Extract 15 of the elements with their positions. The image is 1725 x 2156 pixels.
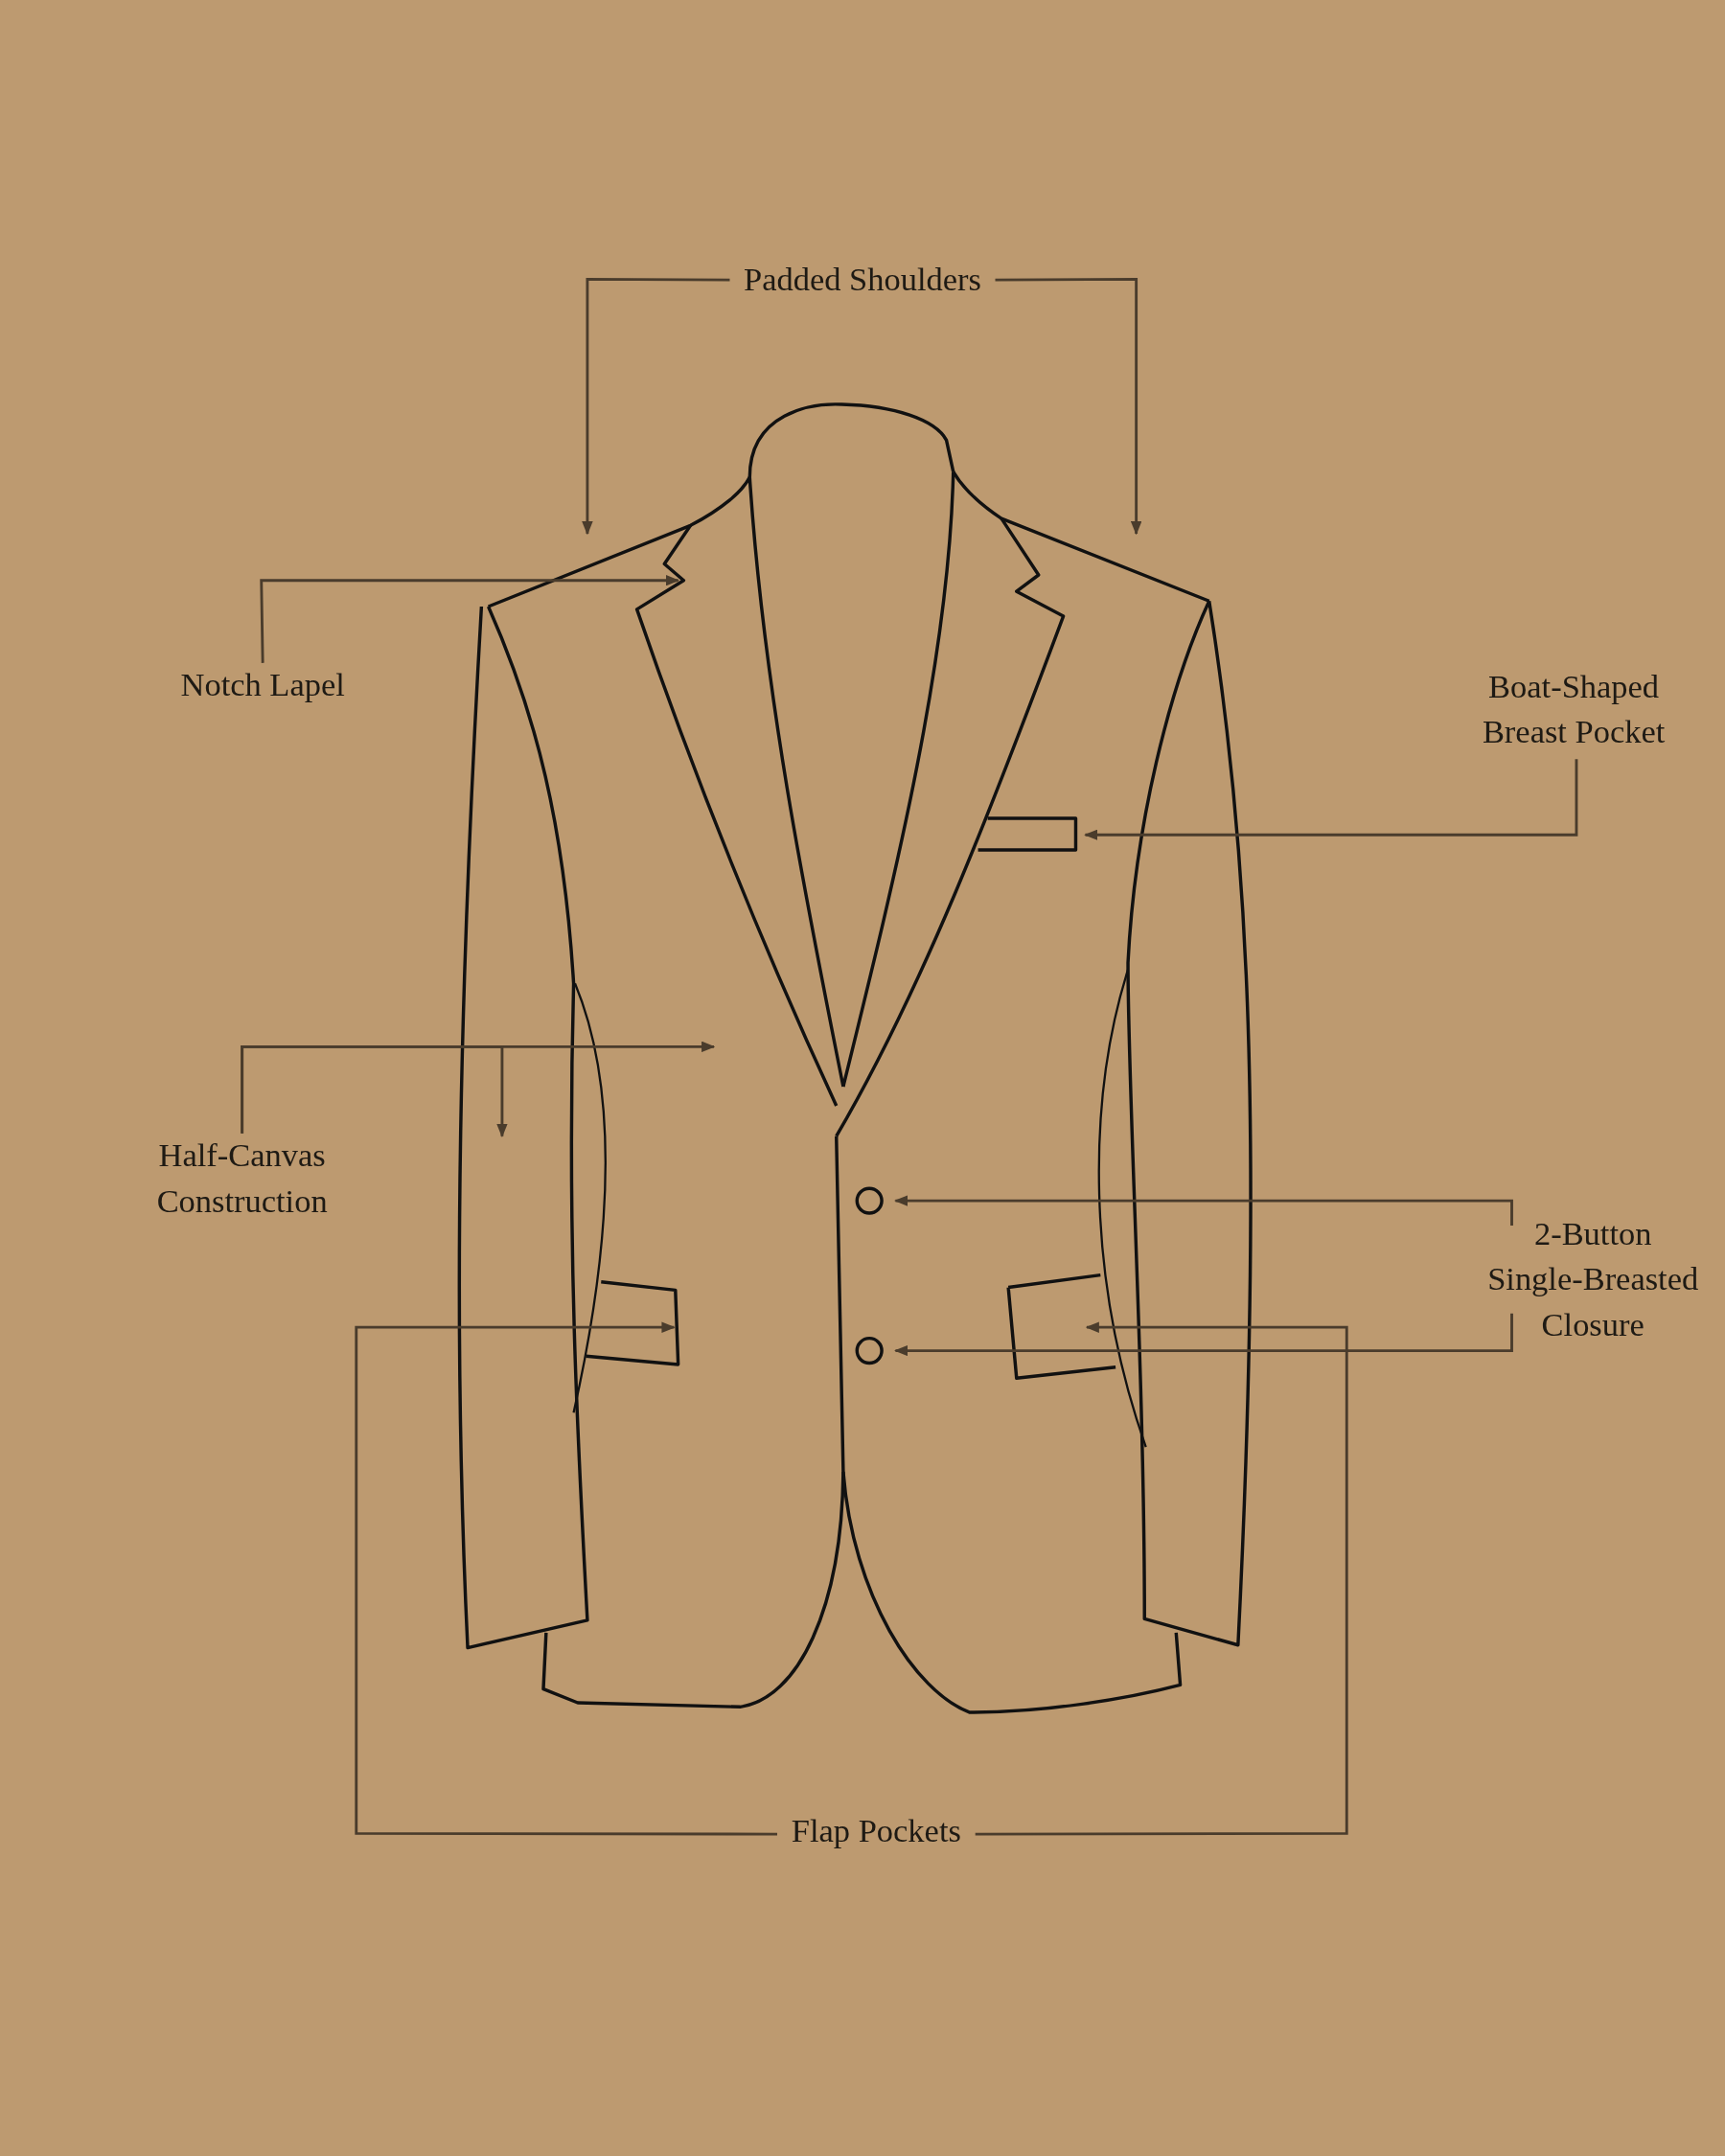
leader-line xyxy=(894,1195,1513,1226)
leader-line xyxy=(260,575,680,663)
leader-line xyxy=(975,1321,1348,1836)
leader-line xyxy=(355,1321,777,1836)
callout-text: Notch Lapel xyxy=(146,662,380,708)
callout-text: Padded Shoulders xyxy=(697,256,1028,303)
leader-line xyxy=(1084,759,1578,841)
leader-line xyxy=(995,277,1142,536)
leader-line xyxy=(241,1044,508,1138)
leader-line xyxy=(894,1313,1513,1357)
callout-text: 2-Button Single-Breasted Closure xyxy=(1461,1210,1724,1347)
callout-text: Boat-Shaped Breast Pocket xyxy=(1457,664,1691,756)
leader-line xyxy=(582,277,730,536)
callout-text: Flap Pockets xyxy=(759,1807,994,1854)
callout-text: Half-Canvas Construction xyxy=(125,1133,359,1225)
